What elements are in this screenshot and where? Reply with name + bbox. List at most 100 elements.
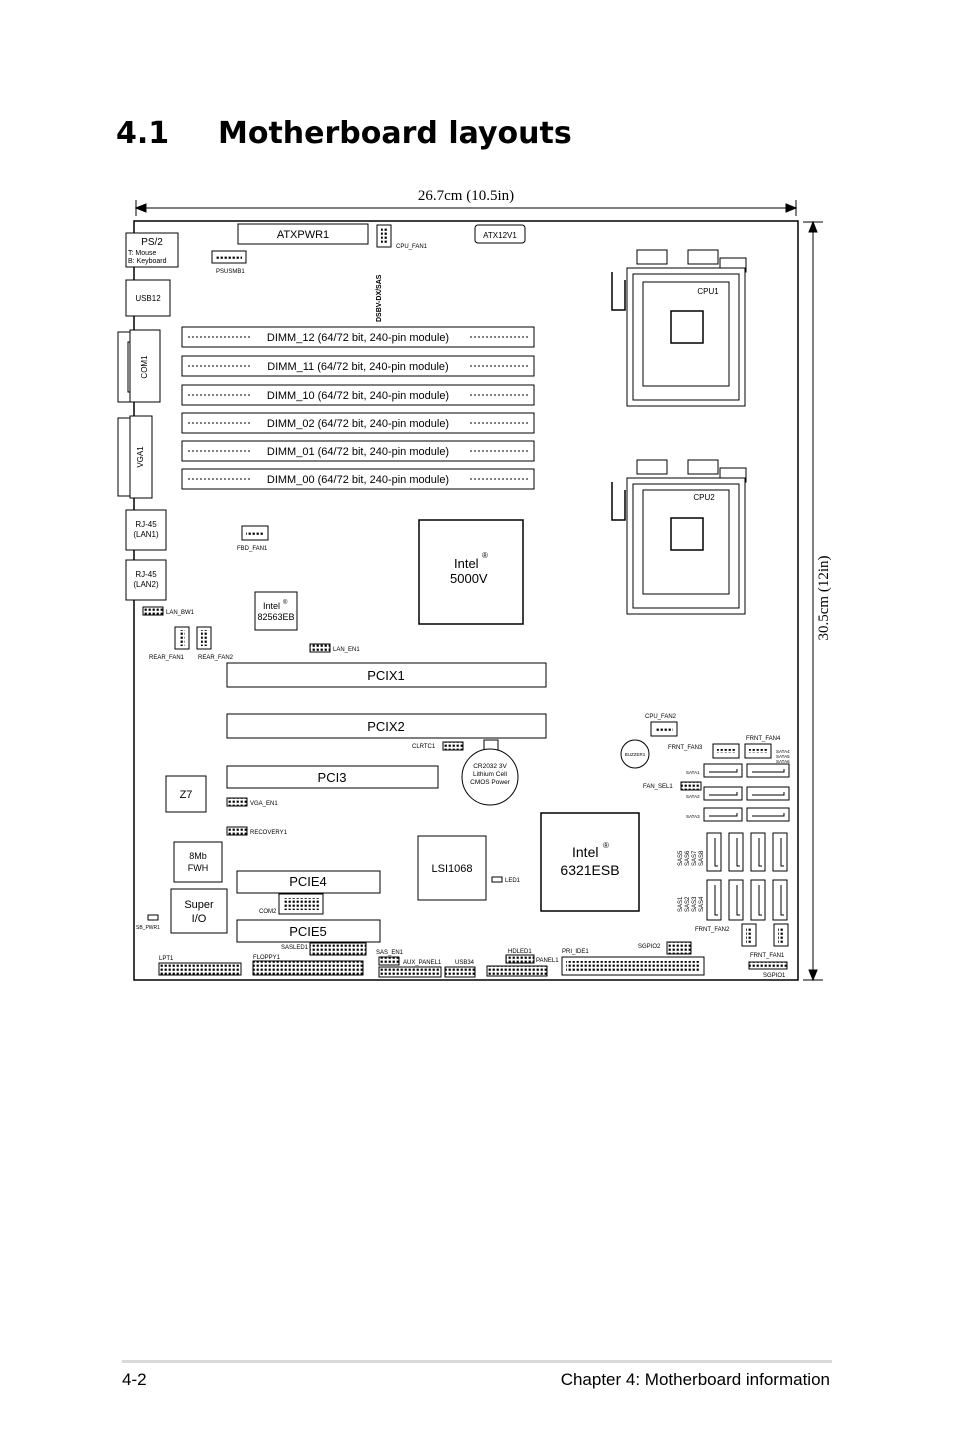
svg-text:COM2: COM2 xyxy=(259,909,277,915)
svg-text:CR2032 3V: CR2032 3V xyxy=(473,763,507,770)
usb34-header: USB34 xyxy=(444,960,476,978)
sata3-label: SATA3 xyxy=(686,814,700,819)
svg-text:SGPIO1: SGPIO1 xyxy=(763,973,786,979)
panel1-header xyxy=(486,965,548,977)
dimm-slot: DIMM_02 (64/72 bit, 240-pin module) xyxy=(181,412,535,434)
atxpwr1-connector: ATXPWR1 xyxy=(237,223,369,245)
svg-text:CLRTC1: CLRTC1 xyxy=(412,744,436,750)
svg-text:PCIE4: PCIE4 xyxy=(289,874,327,889)
svg-text:PS/2: PS/2 xyxy=(141,237,163,248)
svg-text:LAN_BW1: LAN_BW1 xyxy=(166,610,195,616)
dimm-slot: DIMM_10 (64/72 bit, 240-pin module) xyxy=(181,384,535,406)
sgpio1-header: SGPIO1 xyxy=(748,961,788,979)
floppy1-header: FLOPPY1 xyxy=(252,955,364,976)
svg-text:SB_PWR1: SB_PWR1 xyxy=(136,925,160,931)
ps2-port: PS/2 T: Mouse B: Keyboard xyxy=(125,232,179,268)
svg-text:82563EB: 82563EB xyxy=(257,612,294,622)
frnt-fan4-header: FRNT_FAN4 xyxy=(744,736,781,759)
svg-text:CMOS Power: CMOS Power xyxy=(470,779,511,786)
svg-text:REAR_FAN1: REAR_FAN1 xyxy=(149,655,185,661)
svg-text:T: Mouse: T: Mouse xyxy=(128,250,157,257)
psusmb1-header: PSUSMB1 xyxy=(211,250,247,275)
svg-text:SAS_EN1: SAS_EN1 xyxy=(376,950,404,956)
height-label: 30.5cm (12in) xyxy=(816,556,832,641)
svg-text:PSUSMB1: PSUSMB1 xyxy=(216,269,245,275)
svg-text:(LAN1): (LAN1) xyxy=(133,530,159,539)
svg-text:CPU_FAN2: CPU_FAN2 xyxy=(645,714,677,720)
com2-header: COM2 xyxy=(259,893,324,915)
sata1-label: SATA1 xyxy=(686,770,700,775)
svg-text:DIMM_02 (64/72 bit, 240-pin mo: DIMM_02 (64/72 bit, 240-pin module) xyxy=(267,418,449,430)
sas6-label: SAS6 xyxy=(685,850,691,866)
aux-panel1-header: AUX_PANEL1 xyxy=(378,960,442,978)
buzzer: BUZZER1 xyxy=(620,739,650,769)
dimm-slot: DIMM_01 (64/72 bit, 240-pin module) xyxy=(181,440,535,462)
pcie5-slot: PCIE5 xyxy=(236,919,381,943)
svg-text:VGA1: VGA1 xyxy=(136,446,145,468)
svg-text:FRNT_FAN2: FRNT_FAN2 xyxy=(695,927,730,933)
dimm-slots: DIMM_12 (64/72 bit, 240-pin module) DIMM… xyxy=(181,326,535,490)
dimm-slot: DIMM_11 (64/72 bit, 240-pin module) xyxy=(181,355,535,377)
sas5-label: SAS5 xyxy=(678,850,684,866)
svg-text:PCIX1: PCIX1 xyxy=(367,668,405,683)
intel-82563eb-chip: Intel ® 82563EB xyxy=(254,591,298,631)
svg-text:LPT1: LPT1 xyxy=(159,956,174,962)
lan-bw1-jumper: LAN_BW1 xyxy=(142,606,195,616)
clrtc1-jumper: CLRTC1 xyxy=(412,741,464,751)
svg-text:DIMM_12 (64/72 bit, 240-pin mo: DIMM_12 (64/72 bit, 240-pin module) xyxy=(267,332,449,344)
svg-text:COM1: COM1 xyxy=(140,355,149,379)
svg-text:HDLED1: HDLED1 xyxy=(508,949,532,955)
svg-text:DIMM_11 (64/72 bit, 240-pin mo: DIMM_11 (64/72 bit, 240-pin module) xyxy=(267,361,448,373)
svg-text:FAN_SEL1: FAN_SEL1 xyxy=(643,784,673,790)
svg-text:FRNT_FAN4: FRNT_FAN4 xyxy=(746,736,781,742)
section-title: Motherboard layouts xyxy=(218,116,572,151)
width-dimension xyxy=(134,200,798,216)
sas1-label: SAS1 xyxy=(678,896,684,912)
pcie4-slot: PCIE4 xyxy=(236,870,381,894)
svg-text:FBD_FAN1: FBD_FAN1 xyxy=(237,546,268,552)
sas2-label: SAS2 xyxy=(685,896,691,912)
sas3-label: SAS3 xyxy=(692,896,698,912)
sata-connectors xyxy=(703,763,790,822)
lan1-port: RJ-45 (LAN1) xyxy=(125,509,167,551)
pcix1-slot: PCIX1 xyxy=(226,662,547,688)
dsbv-label: DSBV-DX/SAS xyxy=(376,274,383,322)
cpu-fan1-header: CPU_FAN1 xyxy=(376,224,428,250)
svg-text:DIMM_00 (64/72 bit, 240-pin mo: DIMM_00 (64/72 bit, 240-pin module) xyxy=(267,474,449,486)
pri-ide1-header: PRI_IDE1 xyxy=(561,949,705,976)
svg-text:USB12: USB12 xyxy=(135,294,161,303)
svg-text:RJ-45: RJ-45 xyxy=(135,520,157,529)
cpu-fan2-header: CPU_FAN2 xyxy=(645,714,678,737)
svg-text:Intel: Intel xyxy=(454,556,479,571)
lan-en1-jumper: LAN_EN1 xyxy=(309,643,360,653)
sas-connectors xyxy=(706,832,788,921)
svg-text:CPU_FAN1: CPU_FAN1 xyxy=(396,244,428,250)
com1-port: COM1 xyxy=(117,329,161,403)
footer-rule xyxy=(122,1360,832,1363)
svg-text:®: ® xyxy=(603,841,609,850)
svg-text:PRI_IDE1: PRI_IDE1 xyxy=(562,949,589,955)
z7-chip: Z7 xyxy=(165,775,207,813)
svg-text:Intel: Intel xyxy=(263,601,280,611)
chapter-title: Chapter 4: Motherboard information xyxy=(560,1370,830,1389)
svg-text:Lithium Cell: Lithium Cell xyxy=(473,771,508,778)
svg-text:6321ESB: 6321ESB xyxy=(560,862,619,878)
svg-text:®: ® xyxy=(482,551,488,560)
svg-text:CPU2: CPU2 xyxy=(693,493,715,502)
svg-text:BUZZER1: BUZZER1 xyxy=(625,752,646,757)
fwh-chip: 8Mb FWH xyxy=(173,841,223,883)
svg-text:PCI3: PCI3 xyxy=(318,770,347,785)
lsi1068-chip: LSI1068 xyxy=(417,835,487,901)
sas-en1-jumper: SAS_EN1 xyxy=(376,950,404,966)
sgpio2-header: SGPIO2 xyxy=(638,941,692,955)
super-io-chip: Super I/O xyxy=(170,888,228,934)
frnt-fan2-header: FRNT_FAN2 xyxy=(695,923,757,947)
svg-text:5000V: 5000V xyxy=(450,571,488,586)
svg-text:ATX12V1: ATX12V1 xyxy=(483,231,517,240)
sas7-label: SAS7 xyxy=(692,850,698,866)
svg-text:USB34: USB34 xyxy=(455,960,475,966)
svg-text:LED1: LED1 xyxy=(505,878,521,884)
svg-text:LSI1068: LSI1068 xyxy=(432,863,473,875)
lpt1-header: LPT1 xyxy=(158,956,242,976)
svg-text:®: ® xyxy=(283,599,288,606)
